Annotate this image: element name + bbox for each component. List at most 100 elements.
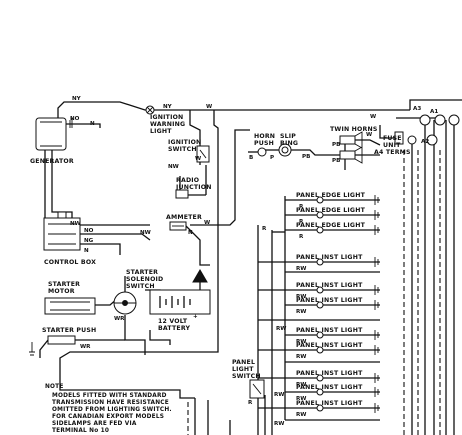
generator-symbol xyxy=(35,117,72,151)
earth-symbols xyxy=(29,118,73,356)
wire-code-r: R xyxy=(248,400,253,406)
wire-code-rw: RW xyxy=(296,339,306,345)
panel-inst-light-label: PANEL INST LIGHT xyxy=(296,370,363,377)
wire-code-rw: RW xyxy=(274,421,284,427)
ignition-switch-label-1: IGNITION xyxy=(168,139,201,146)
wire-code-pb: PB xyxy=(332,142,340,148)
starter-solenoid-label-3: SWITCH xyxy=(126,283,155,290)
battery-label-1: 12 VOLT xyxy=(158,318,188,325)
twin-horns-label: TWIN HORNS xyxy=(330,126,378,133)
starter-solenoid-symbol xyxy=(113,291,137,315)
control-box-symbol xyxy=(43,211,81,251)
wire-code-nw: NW xyxy=(140,230,151,236)
wire-code-wr: WR xyxy=(80,344,91,350)
control-box-label: CONTROL BOX xyxy=(44,259,96,266)
wire-code-no: NO xyxy=(70,116,80,122)
wire-code-r: R xyxy=(299,234,304,240)
terminal-a1: A1 xyxy=(430,109,438,115)
horn-push-symbol xyxy=(257,147,267,157)
panel-inst-light-label: PANEL INST LIGHT xyxy=(296,254,363,261)
wire-code-w: W xyxy=(195,156,201,162)
wire-code-n: N xyxy=(90,121,95,127)
wire-code-rw: RW xyxy=(276,326,286,332)
fuse-unit-label-2: UNIT xyxy=(383,142,401,149)
wire-code-w: W xyxy=(204,220,210,226)
ignition-warning-light-label-2: WARNING xyxy=(150,121,185,128)
note-line: SIDELAMPS ARE FED VIA xyxy=(52,421,137,427)
starter-motor-symbol xyxy=(44,297,96,315)
ignition-switch-symbol xyxy=(196,145,210,163)
terminal-circles xyxy=(407,114,460,146)
note-heading: NOTE xyxy=(45,384,64,390)
ignition-switch-label-2: SWITCH xyxy=(168,146,197,153)
wire-code-r: R xyxy=(299,204,304,210)
panel-inst-light-label: PANEL INST LIGHT xyxy=(296,282,363,289)
radio-junction-symbol xyxy=(175,189,189,199)
wire-codes: NY NO N NY W W NW NW NO NG N NW N W WR W… xyxy=(70,96,438,427)
terminal-a2: A2 xyxy=(421,139,429,145)
fuse-unit-label-1: FUSE xyxy=(383,135,402,142)
wire-code-plus: + xyxy=(193,314,198,320)
slip-ring-label-2: RING xyxy=(280,140,298,147)
panel-edge-light-labels: PANEL EDGE LIGHT PANEL EDGE LIGHT PANEL … xyxy=(296,192,366,229)
starter-motor-label-1: STARTER xyxy=(48,281,80,288)
note-line: TRANSMISSION HAVE RESISTANCE xyxy=(52,400,169,406)
wire-code-wr: WR xyxy=(114,316,125,322)
wire-code-rw: RW xyxy=(296,396,306,402)
wire-code-ny: NY xyxy=(72,96,82,102)
horn-push-label-2: PUSH xyxy=(254,140,274,147)
wire-code-r: R xyxy=(262,226,267,232)
panel-light-switch-label-3: SWITCH xyxy=(232,373,261,380)
fuse-unit-symbol xyxy=(394,131,404,145)
starter-push-label: STARTER PUSH xyxy=(42,327,96,334)
wire-code-p: P xyxy=(270,155,274,161)
wire-code-rw: RW xyxy=(296,266,306,272)
battery-symbol xyxy=(149,269,211,315)
starter-solenoid-label-1: STARTER xyxy=(126,269,158,276)
panel-inst-light-label: PANEL INST LIGHT xyxy=(296,384,363,391)
wire-code-rw: RW xyxy=(296,412,306,418)
wire-code-n: N xyxy=(188,230,193,236)
component-labels: GENERATOR IGNITION WARNING LIGHT IGNITIO… xyxy=(30,114,411,380)
wire-code-w: W xyxy=(366,132,372,138)
wire-code-ng: NG xyxy=(84,238,94,244)
starter-motor-label-2: MOTOR xyxy=(48,288,75,295)
ignition-warning-light-label-3: LIGHT xyxy=(150,128,172,135)
wire-code-nw: NW xyxy=(70,221,81,227)
terminal-a3: A3 xyxy=(413,106,421,112)
panel-light-switch-label-1: PANEL xyxy=(232,359,255,366)
panel-inst-light-label: PANEL INST LIGHT xyxy=(296,400,363,407)
starter-push-symbol xyxy=(47,335,76,345)
ignition-warning-light-symbol xyxy=(145,105,155,115)
generator-label: GENERATOR xyxy=(30,158,74,165)
panel-light-switch-symbol xyxy=(249,379,265,399)
wire-code-rw: RW xyxy=(274,392,284,398)
note-block: NOTE MODELS FITTED WITH STANDARD TRANSMI… xyxy=(45,384,172,434)
panel-edge-light-label: PANEL EDGE LIGHT xyxy=(296,207,366,214)
ammeter-symbol xyxy=(169,221,187,231)
note-line: FOR CANADIAN EXPORT MODELS xyxy=(52,414,164,420)
slip-ring-symbol xyxy=(278,143,292,157)
wire-code-r: R xyxy=(299,219,304,225)
horn-push-label-1: HORN xyxy=(254,133,275,140)
wire-code-rw: RW xyxy=(296,382,306,388)
wire-code-w: W xyxy=(206,104,212,110)
ignition-warning-light-label-1: IGNITION xyxy=(150,114,183,121)
wire-code-pb: PB xyxy=(302,154,310,160)
fuse-unit-label-3: A4 TERMS xyxy=(374,149,411,156)
note-line: MODELS FITTED WITH STANDARD xyxy=(52,393,167,399)
panel-inst-light-label: PANEL INST LIGHT xyxy=(296,342,363,349)
panel-inst-light-labels: PANEL INST LIGHT PANEL INST LIGHT PANEL … xyxy=(296,254,363,407)
battery-label-2: BATTERY xyxy=(158,325,190,332)
panel-edge-light-label: PANEL EDGE LIGHT xyxy=(296,192,366,199)
wire-code-ny: NY xyxy=(163,104,173,110)
panel-inst-light-label: PANEL INST LIGHT xyxy=(296,327,363,334)
wire-code-n: N xyxy=(84,248,89,254)
panel-inst-light-label: PANEL INST LIGHT xyxy=(296,297,363,304)
wire-code-no: NO xyxy=(84,228,94,234)
wire-code-rw: RW xyxy=(296,354,306,360)
wiring xyxy=(39,99,462,435)
note-line: OMITTED FROM LIGHTING SWITCH. xyxy=(52,407,172,413)
starter-solenoid-label-2: SOLENOID xyxy=(126,276,163,283)
